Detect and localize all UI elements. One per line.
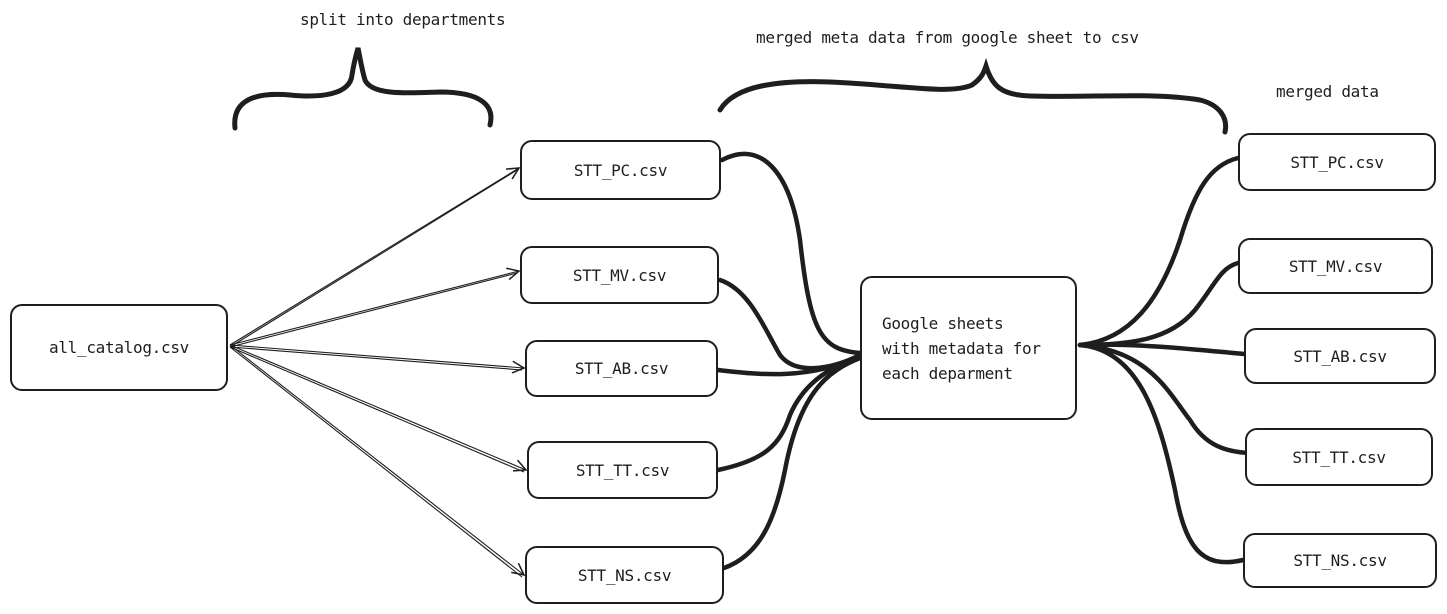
- split-arrow-ab-2: [229, 346, 523, 371]
- split-arrow-tt-2: [229, 346, 525, 473]
- merged-node-label: STT_NS.csv: [1293, 551, 1387, 570]
- department-node-pc[interactable]: STT_PC.csv: [520, 140, 721, 200]
- hub-line-2: with metadata for: [882, 338, 1041, 358]
- split-arrow-mv: [229, 271, 519, 346]
- merged-node-ab[interactable]: STT_AB.csv: [1244, 328, 1436, 384]
- merged-node-label: STT_PC.csv: [1290, 152, 1384, 172]
- source-node-label: all_catalog.csv: [49, 338, 189, 357]
- merged-node-label: STT_MV.csv: [1288, 256, 1383, 276]
- department-node-label: STT_PC.csv: [573, 160, 668, 180]
- curve-hub-to-tt: [1077, 342, 1253, 456]
- split-arrow-mv-2: [229, 272, 518, 348]
- hub-line-1: Google sheets: [882, 313, 1004, 333]
- split-arrow-ns: [229, 344, 524, 575]
- department-node-label: STT_AB.csv: [574, 359, 669, 378]
- curve-mv-to-hub: [717, 277, 863, 371]
- merged-node-label: STT_AB.csv: [1293, 346, 1387, 366]
- department-node-label: STT_MV.csv: [572, 265, 667, 285]
- merged-meta-annotation: merged meta data from google sheet to cs…: [756, 28, 1139, 47]
- department-node-ab[interactable]: STT_AB.csv: [525, 340, 718, 397]
- split-arrow-pc-2: [229, 169, 518, 348]
- department-node-tt[interactable]: STT_TT.csv: [527, 441, 718, 499]
- merged-node-mv[interactable]: STT_MV.csv: [1238, 238, 1433, 294]
- department-node-mv[interactable]: STT_MV.csv: [520, 246, 719, 304]
- split-arrows: [229, 168, 526, 578]
- hub-text: Google sheets with metadata for each dep…: [882, 311, 1041, 386]
- curve-hub-to-mv: [1077, 260, 1241, 348]
- hub-line-3: each deparment: [882, 363, 1013, 383]
- curve-ns-to-hub: [721, 355, 863, 571]
- department-node-label: STT_TT.csv: [575, 460, 670, 480]
- curve-hub-to-ns: [1077, 342, 1246, 565]
- curve-hub-to-ab: [1077, 342, 1247, 357]
- google-sheets-hub-node[interactable]: Google sheets with metadata for each dep…: [860, 276, 1077, 420]
- merged-node-pc[interactable]: STT_PC.csv: [1238, 133, 1436, 191]
- merged-data-annotation: merged data: [1276, 82, 1379, 101]
- merged-node-tt[interactable]: STT_TT.csv: [1245, 428, 1433, 486]
- merge-meta-brace: [717, 57, 1229, 135]
- merge-out-curves: [1077, 155, 1253, 565]
- split-arrow-pc: [229, 168, 519, 346]
- curve-hub-to-pc: [1077, 155, 1241, 348]
- split-annotation: split into departments: [300, 10, 506, 29]
- department-node-label: STT_NS.csv: [577, 565, 672, 585]
- split-arrow-ab: [229, 344, 524, 368]
- merged-node-ns[interactable]: STT_NS.csv: [1243, 533, 1437, 588]
- department-node-ns[interactable]: STT_NS.csv: [525, 546, 724, 604]
- split-arrow-tt: [229, 344, 526, 470]
- split-arrow-ns-2: [229, 346, 523, 578]
- curve-tt-to-hub: [715, 354, 863, 473]
- curve-pc-to-hub: [719, 151, 863, 356]
- merge-in-curves: [715, 151, 863, 571]
- split-brace: [232, 47, 494, 131]
- source-node-all-catalog[interactable]: all_catalog.csv: [10, 304, 228, 391]
- merged-node-label: STT_TT.csv: [1292, 447, 1386, 467]
